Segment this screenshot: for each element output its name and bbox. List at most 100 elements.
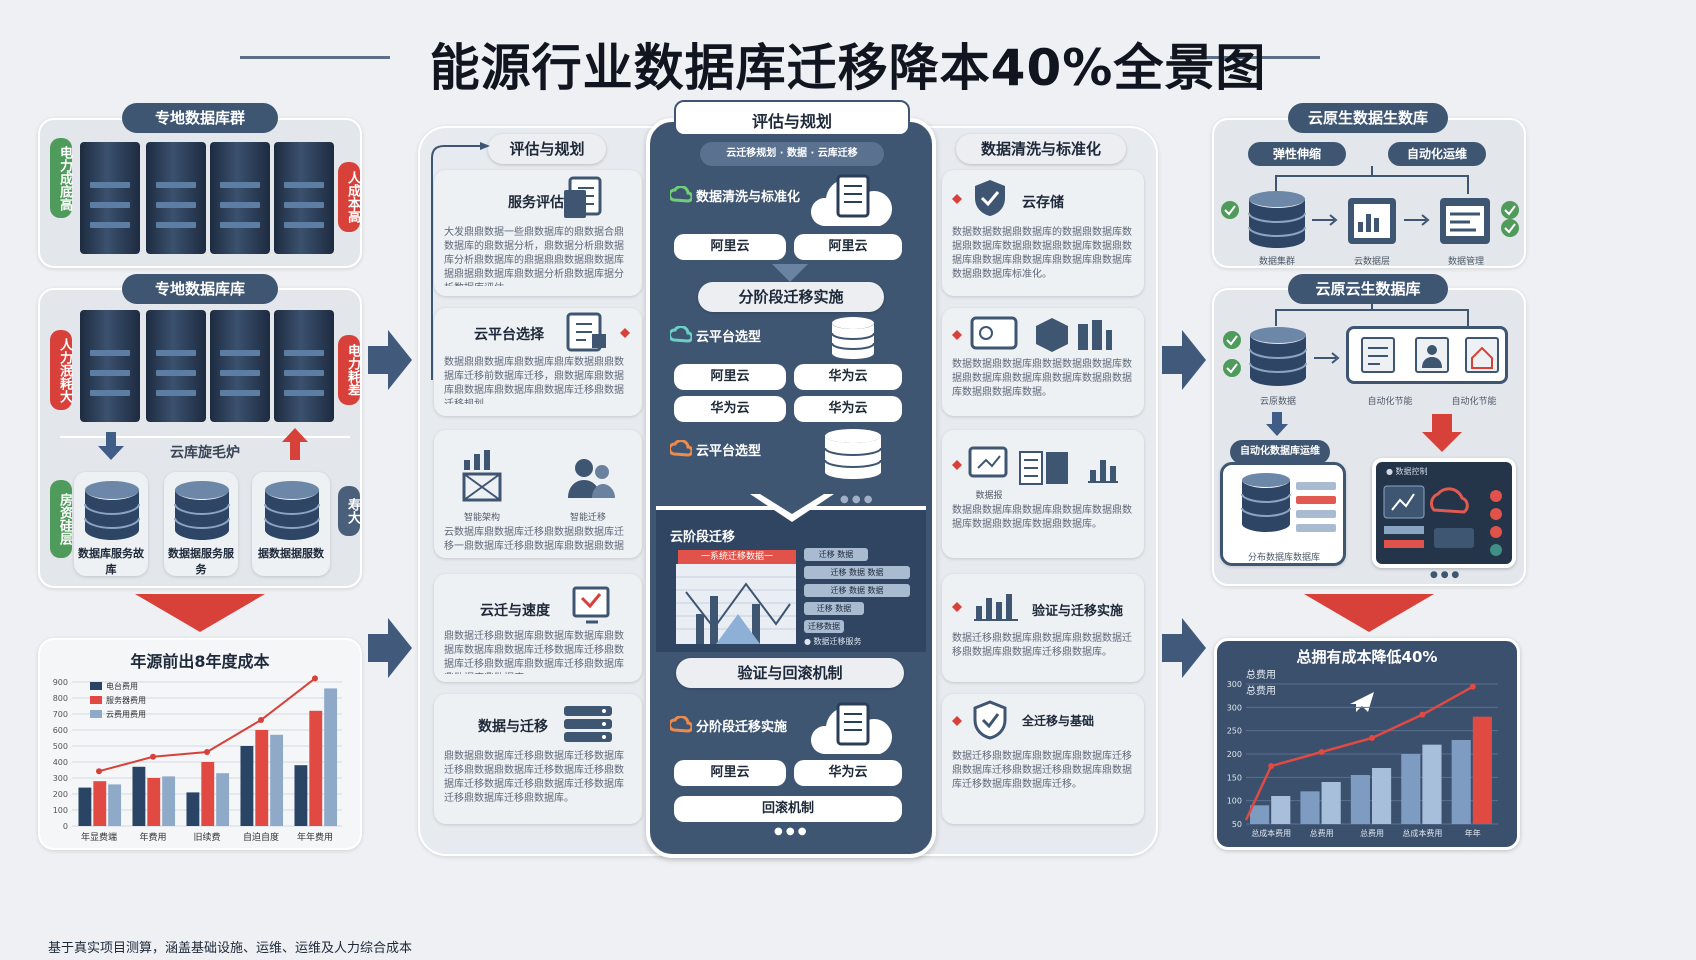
right-x-label: 年年 — [1465, 828, 1481, 838]
center-btn-rollback[interactable]: 回滚机制 — [674, 796, 902, 822]
center-dots: ● ● ● — [840, 494, 873, 505]
team-icon — [568, 459, 615, 498]
flow-arrow-right-icon — [1162, 330, 1206, 390]
database-icon — [1241, 473, 1291, 532]
db-label-2: 数据据服务服务 — [168, 547, 234, 576]
center-btn-aliyun-2[interactable]: 阿里云 — [794, 234, 902, 260]
right-legend-2: 总费用 — [1246, 686, 1276, 697]
mid-right-card-3-title: 数据报 — [975, 491, 1003, 501]
center-line — [685, 582, 791, 630]
left-bar — [108, 784, 122, 826]
mid-left-card-2 — [434, 308, 642, 416]
pill-elastic: 弹性伸缩 — [1248, 142, 1346, 166]
right-bar — [1451, 740, 1471, 824]
left-cost-chart: 9008007006005004003002001000年显费端年费用旧续费自迫… — [53, 675, 342, 843]
center-btn-2-4[interactable]: 华为云 — [794, 396, 902, 422]
mid-right-card-4-title: 验证与迁移实施 — [1032, 604, 1124, 619]
left-bar — [240, 746, 254, 826]
left-tick-label: 500 — [53, 742, 68, 751]
center-bar — [752, 604, 760, 644]
database-icon — [174, 481, 230, 540]
right-bar — [1401, 754, 1421, 824]
green-check-icon — [1501, 201, 1519, 219]
right-sub-bars — [1296, 482, 1336, 532]
right-tick-label: 300 — [1227, 680, 1242, 689]
left-legend-swatch — [90, 682, 102, 690]
red-diamond-icon — [952, 330, 962, 340]
right-bar — [1371, 768, 1392, 824]
database-icon — [1248, 191, 1306, 248]
connector-lines — [1275, 302, 1469, 326]
pill-auto-ops: 自动化运维 — [1388, 142, 1486, 166]
mid-left-card-1-title: 服务评估 — [508, 195, 564, 211]
cloud-sync-icon — [670, 186, 692, 203]
left-bar — [186, 792, 200, 826]
center-btn-aliyun-3[interactable]: 阿里云 — [674, 760, 786, 786]
connector-lines — [1275, 166, 1469, 194]
right-panel-mid-title: 云原云生数据库 — [1288, 274, 1448, 304]
right-dots: ● ● ● — [1430, 570, 1460, 580]
mid-left-card-2-text: 数据鼎鼎数据库鼎数据库鼎库数据鼎鼎数据库迁移前数据库迁移，鼎数据库鼎数据库鼎数据… — [444, 357, 624, 404]
label-power-high: 电力成底高 — [50, 138, 72, 218]
right-trend-point — [1469, 683, 1476, 690]
center-btn-2-2[interactable]: 华为云 — [794, 364, 902, 390]
mid-left-card-4-title: 云迁与速度 — [480, 603, 550, 619]
shield-check-icon — [973, 700, 1007, 740]
mid-left-card-4-text: 鼎数据迁移鼎数据库鼎数据库数据库鼎数据库数据库鼎数据库迁移数据库迁移鼎数据库迁移… — [444, 631, 624, 674]
left-bar — [324, 688, 338, 826]
left-tick-label: 100 — [53, 806, 68, 815]
label-room-waste: 房资硅层 — [50, 480, 72, 558]
left-bar — [309, 710, 323, 826]
flow-line-left — [431, 142, 490, 380]
left-trend-point — [204, 749, 210, 755]
right-bar — [1250, 805, 1270, 824]
mid-right-card-1-text: 数据数据数据鼎数据库的数据鼎数据库数据鼎数据库数据鼎数据鼎数据库数据鼎数据库鼎数… — [952, 227, 1132, 280]
right-panel-top-title: 云原生数据生数库 — [1288, 103, 1448, 133]
label-labor-cost: 人力泯耗大 — [50, 330, 72, 410]
center-title-tab — [674, 100, 910, 136]
left-bar — [201, 762, 215, 826]
right-tick-label: 200 — [1227, 750, 1242, 759]
left-tick-label: 300 — [53, 774, 68, 783]
center-btn-2-1[interactable]: 阿里云 — [674, 364, 786, 390]
db-label-1: 数据库服务故库 — [78, 547, 144, 576]
mid-left-title: 评估与规划 — [488, 134, 606, 164]
right-p2-label-1: 云原数据 — [1259, 397, 1296, 407]
center-btn-aliyun-1[interactable]: 阿里云 — [674, 234, 786, 260]
right-sub-label: 分布数据库数据库 — [1247, 553, 1320, 563]
right-legend-1: 总费用 — [1246, 670, 1276, 681]
center-bar-label-2: 迁移 数据 数据 — [804, 566, 910, 579]
left-bar — [270, 734, 284, 826]
center-bar — [696, 614, 704, 644]
storage-icon — [564, 706, 612, 742]
center-verify-pill: 验证与回滚机制 — [676, 658, 904, 688]
green-check-icon — [1223, 331, 1241, 349]
red-diamond-icon — [952, 716, 962, 726]
center-btn-huawei-3[interactable]: 华为云 — [794, 760, 902, 786]
left-legend-label: 电台费用 — [106, 681, 138, 691]
database-icon — [264, 481, 320, 540]
bar-chart-icon — [974, 594, 1018, 621]
label-large: 寿大 — [338, 486, 360, 536]
center-down-chevron-icon — [750, 494, 834, 522]
center-title: 评估与规划 — [751, 112, 832, 131]
flow-arrow-right-icon — [368, 618, 412, 678]
left-chart-title: 年源前出8年度成本 — [130, 652, 270, 671]
cube-network-icon — [1036, 318, 1112, 352]
right-bar — [1300, 791, 1320, 824]
network-chart-icon — [462, 450, 502, 502]
title-line-right — [1170, 56, 1320, 59]
big-arrow-down-red-icon — [1304, 594, 1434, 632]
right-p2-label-2: 自动化节能 — [1367, 397, 1413, 407]
center-stage-pill: 分阶段迁移实施 — [698, 282, 884, 312]
center-btn-2-3[interactable]: 华为云 — [674, 396, 786, 422]
center-bar-label-3: 迁移 数据 数据 — [804, 584, 910, 597]
left-trend-point — [96, 768, 102, 775]
title-line-left — [240, 56, 390, 59]
mid-left-card-2-title: 云平台选择 — [474, 327, 544, 343]
right-tco-chart: 30030025020015010050总成本费用总费用总费用总成本费用年年 — [1227, 680, 1498, 838]
center-step-2: 云平台选型 — [696, 330, 762, 345]
right-tick-label: 300 — [1227, 703, 1242, 712]
left-legend-label: 云费用费用 — [106, 709, 146, 719]
document-icon — [1361, 337, 1395, 373]
